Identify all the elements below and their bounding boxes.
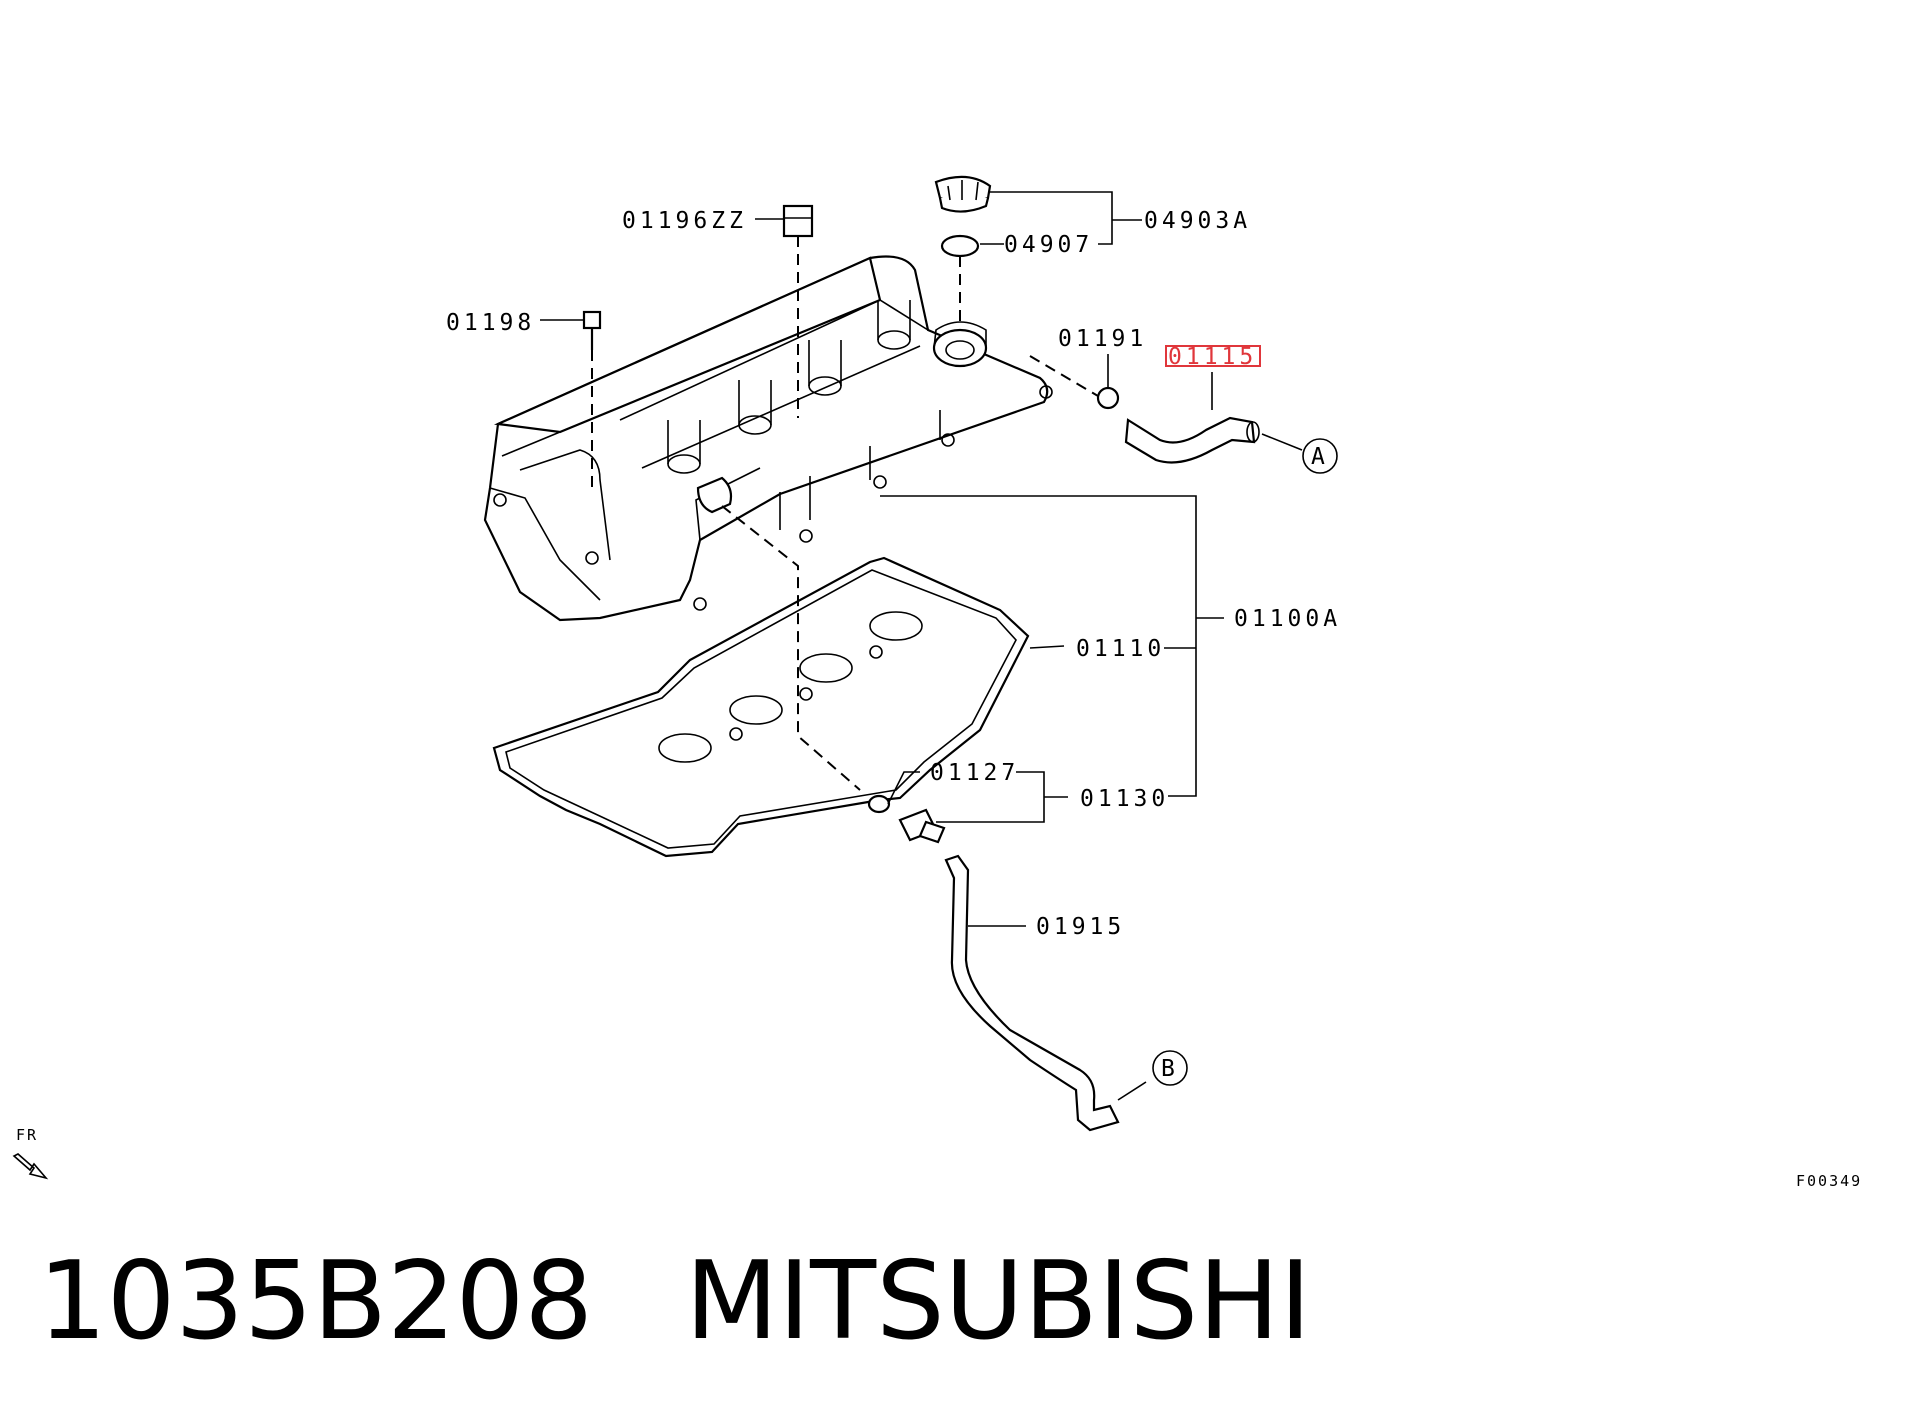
- leader-lines: [540, 191, 1303, 1101]
- callout-01915: 01915: [1036, 914, 1125, 940]
- clamp-01191: [1096, 386, 1120, 410]
- callout-01110: 01110: [1076, 636, 1165, 662]
- bracket-01196ZZ: [782, 204, 814, 238]
- callout-04903A: 04903A: [1144, 208, 1251, 234]
- callout-01127: 01127: [930, 760, 1019, 786]
- gasket: [492, 556, 1030, 858]
- direction-label: FR: [16, 1126, 38, 1144]
- callout-01198: 01198: [446, 310, 535, 336]
- ref-marker-a: [1302, 438, 1338, 474]
- highlight-box-01115: [1165, 345, 1261, 367]
- brand-name: MITSUBISHI: [685, 1239, 1312, 1364]
- oil-filler-cap: [934, 175, 992, 213]
- ref-marker-b-letter: B: [1161, 1056, 1175, 1082]
- callout-01130: 01130: [1080, 786, 1169, 812]
- callout-01115: 01115: [1168, 344, 1257, 370]
- figure-code: F00349: [1796, 1172, 1862, 1190]
- rocker-cover: [483, 255, 1053, 622]
- ref-marker-b: [1152, 1050, 1188, 1086]
- hose-01115: [1124, 416, 1260, 464]
- pcv-valve-01130: [867, 794, 946, 844]
- hose-01915: [944, 854, 1120, 1132]
- front-arrow-icon: [12, 1153, 49, 1180]
- bolt-01198: [582, 310, 602, 350]
- part-number: 1035B208: [38, 1239, 594, 1364]
- ref-marker-a-letter: A: [1311, 444, 1325, 470]
- cap-o-ring: [940, 234, 980, 258]
- callout-01196ZZ: 01196ZZ: [622, 208, 747, 234]
- dashed-leaders: [591, 236, 1099, 791]
- callout-01100A: 01100A: [1234, 606, 1341, 632]
- callout-04907: 04907: [1004, 232, 1093, 258]
- callout-01191: 01191: [1058, 326, 1147, 352]
